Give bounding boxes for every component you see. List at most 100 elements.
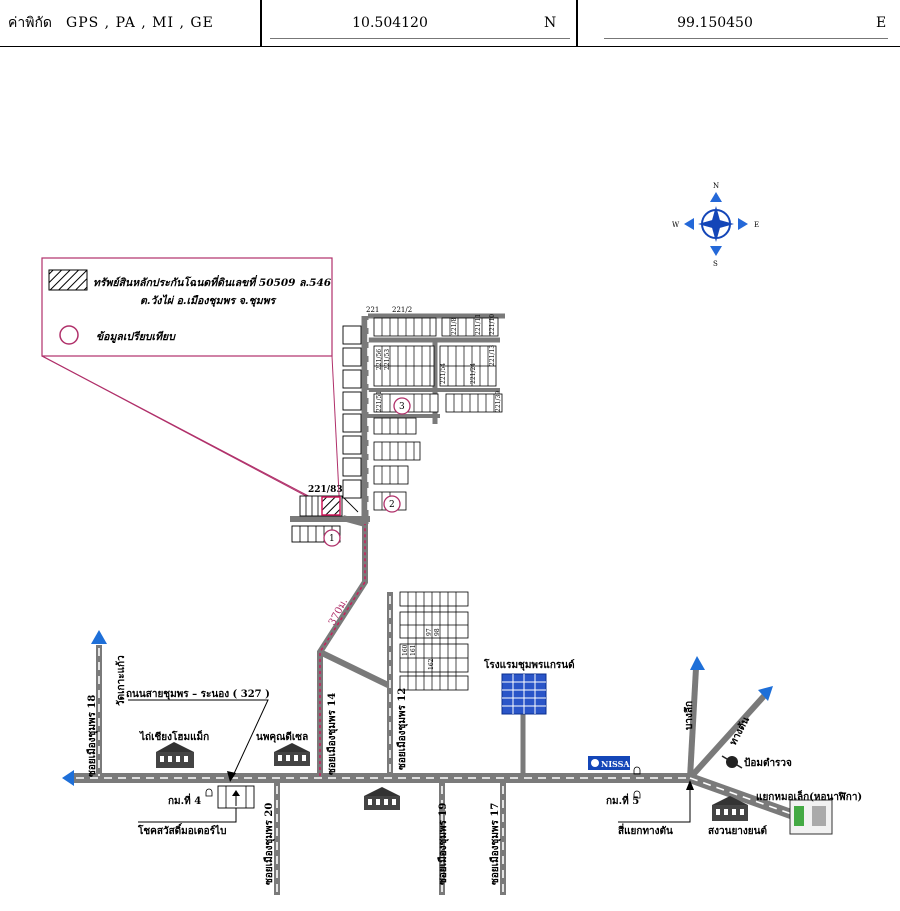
- clock-tower-icon: [789, 799, 833, 835]
- gps-header: ค่าพิกัด GPS , PA , MI , GE 10.504120 N …: [0, 0, 900, 47]
- gps-lat-dir-cell: N: [544, 0, 564, 46]
- km-post-icon: [205, 766, 641, 799]
- landmark-labels: ไถ่เชียงโฮมแม็ก นพคุณดีเซล โชคสวัสดิ์มอเ…: [137, 729, 792, 837]
- arrow-west-icon: [62, 770, 74, 786]
- landmark-label: สงวนยางยนต์: [708, 825, 767, 837]
- gps-latitude: 10.504120: [352, 15, 428, 31]
- road-label: ซอยเมืองชุมพร 12: [396, 688, 408, 770]
- route-line: [319, 524, 366, 776]
- plot-label: 221/24: [470, 363, 477, 384]
- hotel-building-icon: [501, 673, 547, 715]
- plot-label-subject: 221/83: [308, 485, 343, 495]
- plot-column: [342, 325, 362, 499]
- gps-label-cell: ค่าพิกัด GPS , PA , MI , GE: [8, 0, 258, 46]
- road-label: วัดเกาะแก้ว: [115, 655, 127, 706]
- landmark-label: โชคสวัสดิ์มอเตอร์ไบ: [137, 823, 226, 837]
- legend-circle-icon: [59, 325, 79, 345]
- plot-label: 221/8: [451, 318, 458, 335]
- plot-label: 221/10: [489, 314, 496, 335]
- nissan-label: NISSAN: [601, 759, 637, 769]
- nissan-sign-icon: NISSAN: [588, 756, 637, 770]
- pointer-line: [618, 782, 691, 823]
- motor-shop-icon: [217, 785, 255, 809]
- comparable-marker-2: [383, 495, 401, 513]
- plot-label: 221/39: [495, 391, 502, 412]
- plot-number-labels: 221/83 221 221/2 221/8 221/11 221/10 221…: [308, 306, 502, 670]
- police-box-icon: [721, 755, 743, 769]
- plot-label: 98: [434, 628, 441, 636]
- plot-label: 221/13: [489, 345, 496, 366]
- plot-label: 162: [428, 658, 435, 670]
- road-label: ซอยเมืองชุมพร 19: [437, 803, 449, 885]
- pointer-line: [128, 699, 269, 779]
- landmark-label: กม.ที่ 5: [606, 793, 639, 807]
- compass-e: E: [754, 221, 759, 229]
- road-label: ซอยเมืองชุมพร 20: [263, 803, 275, 885]
- plot-label: 161: [410, 645, 417, 656]
- landmark-label: กม.ที่ 4: [168, 793, 201, 807]
- house-icon: [364, 787, 400, 810]
- plot-label: 221/11: [475, 314, 482, 335]
- compass-n: N: [713, 182, 719, 190]
- hotel-label: โรงแรมชุมพรแกรนด์: [483, 658, 575, 671]
- arrow-northeast-icon: [758, 686, 773, 701]
- road-labels: ถนนสายชุมพร – ระนอง ( 327 ) ซอยเมืองชุมพ…: [86, 655, 862, 885]
- soi12-plot-block: [399, 591, 469, 691]
- compass-rose-icon: N S W E: [672, 182, 759, 268]
- landmark-label: ไถ่เชียงโฮมแม็ก: [139, 729, 209, 743]
- compass-s: S: [713, 260, 718, 268]
- gps-lon-cell: 99.150450: [600, 0, 830, 46]
- legend-leader-line: [331, 355, 341, 515]
- pointer-line: [138, 808, 237, 823]
- landmark-label: สี่แยกทางตัน: [618, 823, 673, 837]
- gps-lat-cell: 10.504120: [270, 0, 510, 46]
- comparable-marker-1: [323, 529, 341, 547]
- gps-latitude-direction: N: [544, 15, 557, 31]
- gps-lon-dir-cell: E: [876, 0, 896, 46]
- gps-label: ค่าพิกัด: [8, 15, 53, 31]
- plot-label: 221/54: [440, 363, 447, 384]
- plot-label: 221/56: [376, 349, 383, 370]
- legend-box: ทรัพย์สินหลักประกันโฉนดที่ดินเลขที่ 5050…: [41, 257, 333, 357]
- house-icon: [712, 796, 748, 821]
- comparable-marker-label: 2: [389, 500, 395, 510]
- plot-label: 221: [366, 306, 379, 314]
- comparable-markers: 1 2 3: [323, 397, 411, 547]
- arrow-north-icon: [91, 630, 107, 644]
- gps-separator: [260, 0, 262, 46]
- road-label: ซอยเมืองชุมพร 14: [326, 693, 338, 775]
- compass-w: W: [672, 221, 680, 229]
- plot-label: 221/51: [376, 391, 383, 412]
- legend-subject-line1: ทรัพย์สินหลักประกันโฉนดที่ดินเลขที่ 5050…: [93, 274, 332, 289]
- gps-lon-underline: [604, 38, 888, 39]
- gps-separator: [576, 0, 578, 46]
- road-center-dashes: [76, 320, 801, 892]
- gps-longitude-direction: E: [876, 15, 887, 31]
- pointer-arrowhead-icon: [686, 780, 694, 790]
- pointer-arrowhead-icon: [227, 771, 236, 782]
- legend-leader-line: [41, 355, 341, 515]
- road-label: แยกหมอเล็ก(หอนาฬิกา): [756, 789, 862, 803]
- gps-longitude: 99.150450: [677, 15, 753, 31]
- plot-label: 221/53: [384, 349, 391, 370]
- plot-label: 160: [402, 644, 409, 656]
- gps-lat-underline: [270, 38, 570, 39]
- comparable-marker-label: 1: [329, 534, 335, 544]
- legend-comparables: ข้อมูลเปรียบเทียบ: [96, 330, 176, 343]
- plot-label: 221/2: [392, 306, 412, 314]
- landmark-label: นพคุณดีเซล: [256, 731, 308, 743]
- arrow-north-icon: [690, 656, 705, 670]
- comparable-marker-3: [393, 397, 411, 415]
- house-icon: [156, 742, 194, 768]
- plot-label: 97: [426, 628, 433, 636]
- road-label: ซอยเมืองชุมพร 17: [489, 803, 501, 885]
- gps-sources: GPS , PA , MI , GE: [66, 15, 214, 31]
- road-label: ซอยเมืองชุมพร 18: [86, 695, 98, 777]
- road-label: บางลึก: [683, 701, 695, 730]
- house-icon: [274, 743, 310, 766]
- main-road-label: ถนนสายชุมพร – ระนอง ( 327 ): [126, 689, 270, 700]
- landmark-label: ป้อมตำรวจ: [744, 757, 792, 769]
- legend-hatch-swatch: [48, 269, 88, 291]
- soi12-plot-subdivisions: [400, 592, 468, 690]
